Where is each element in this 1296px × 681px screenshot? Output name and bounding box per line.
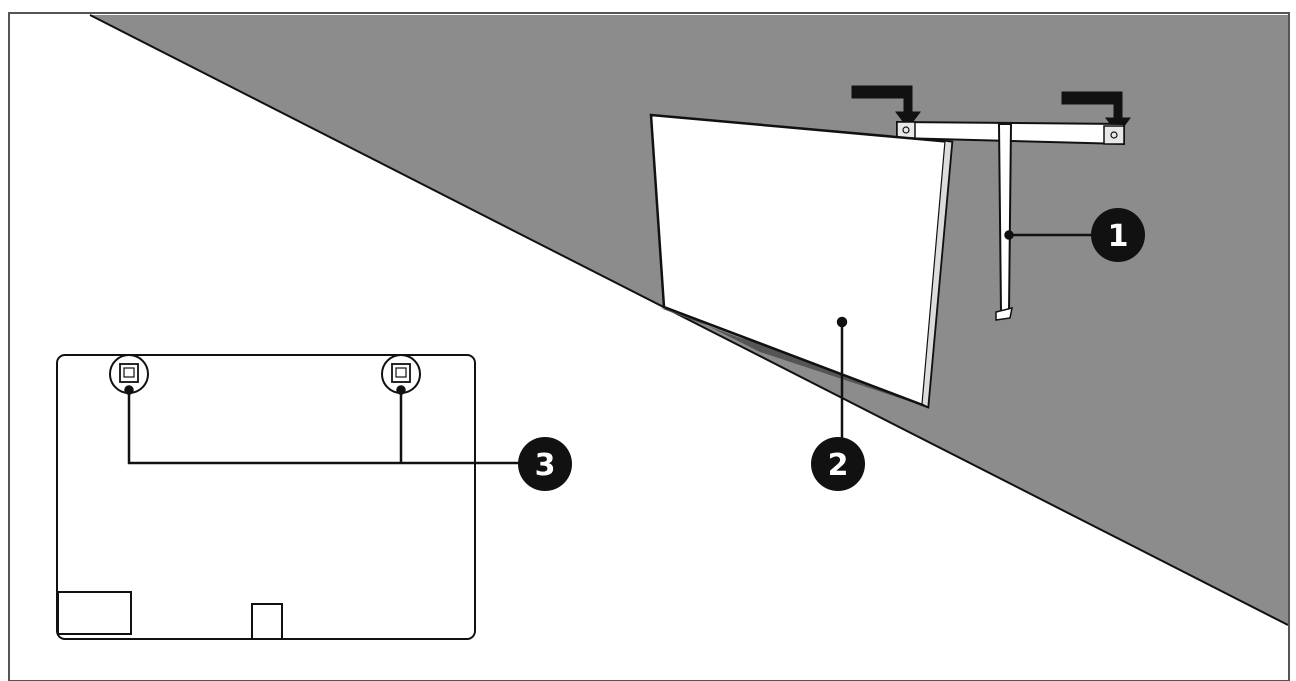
rear-port-block [57,591,132,635]
callout-3-number: 3 [535,448,556,483]
callout-1-number: 1 [1108,219,1129,254]
arrow-down-icon [851,85,921,129]
callout-3: 3 [518,437,572,491]
display-panel [649,113,954,409]
wall-mount-bracket [896,120,1125,321]
rear-view-inset [56,354,476,640]
wall-floor-edge [89,14,1289,626]
callout-2: 2 [811,437,865,491]
callout-1: 1 [1091,208,1145,262]
callout-2-number: 2 [828,448,849,483]
rear-port-slot [251,603,283,640]
